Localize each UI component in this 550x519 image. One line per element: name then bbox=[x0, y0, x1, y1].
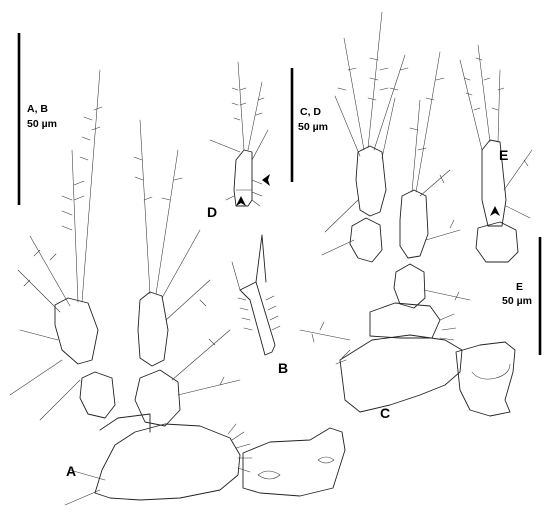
panel-label-b: B bbox=[278, 360, 288, 376]
drawing-b: B bbox=[231, 234, 288, 376]
panel-label-c: C bbox=[380, 405, 390, 421]
drawing-d: D bbox=[207, 61, 270, 220]
scale-bar-ab: A, B 50 µm bbox=[17, 33, 57, 205]
scale-bar-cd-label: C, D bbox=[300, 106, 321, 118]
panel-label-e: E bbox=[499, 147, 508, 163]
scale-bar-ab-value: 50 µm bbox=[27, 118, 57, 130]
scale-bar-cd-value: 50 µm bbox=[298, 121, 328, 133]
scale-bar-cd: C, D 50 µm bbox=[290, 68, 328, 182]
panel-label-a: A bbox=[66, 463, 76, 479]
arrowhead-icon bbox=[236, 196, 246, 206]
drawing-c: C bbox=[299, 11, 516, 421]
arrowhead-icon bbox=[262, 174, 270, 186]
scale-bar-e-label: E bbox=[516, 281, 523, 293]
panel-label-d: D bbox=[207, 204, 217, 220]
arrowhead-icon bbox=[490, 206, 500, 216]
drawing-a: A bbox=[9, 69, 346, 506]
scale-bar-ab-label: A, B bbox=[27, 103, 48, 115]
drawing-e: E bbox=[459, 44, 533, 263]
scale-bar-e-value: 50 µm bbox=[502, 295, 532, 307]
scale-bar-e: E 50 µm bbox=[502, 237, 542, 355]
